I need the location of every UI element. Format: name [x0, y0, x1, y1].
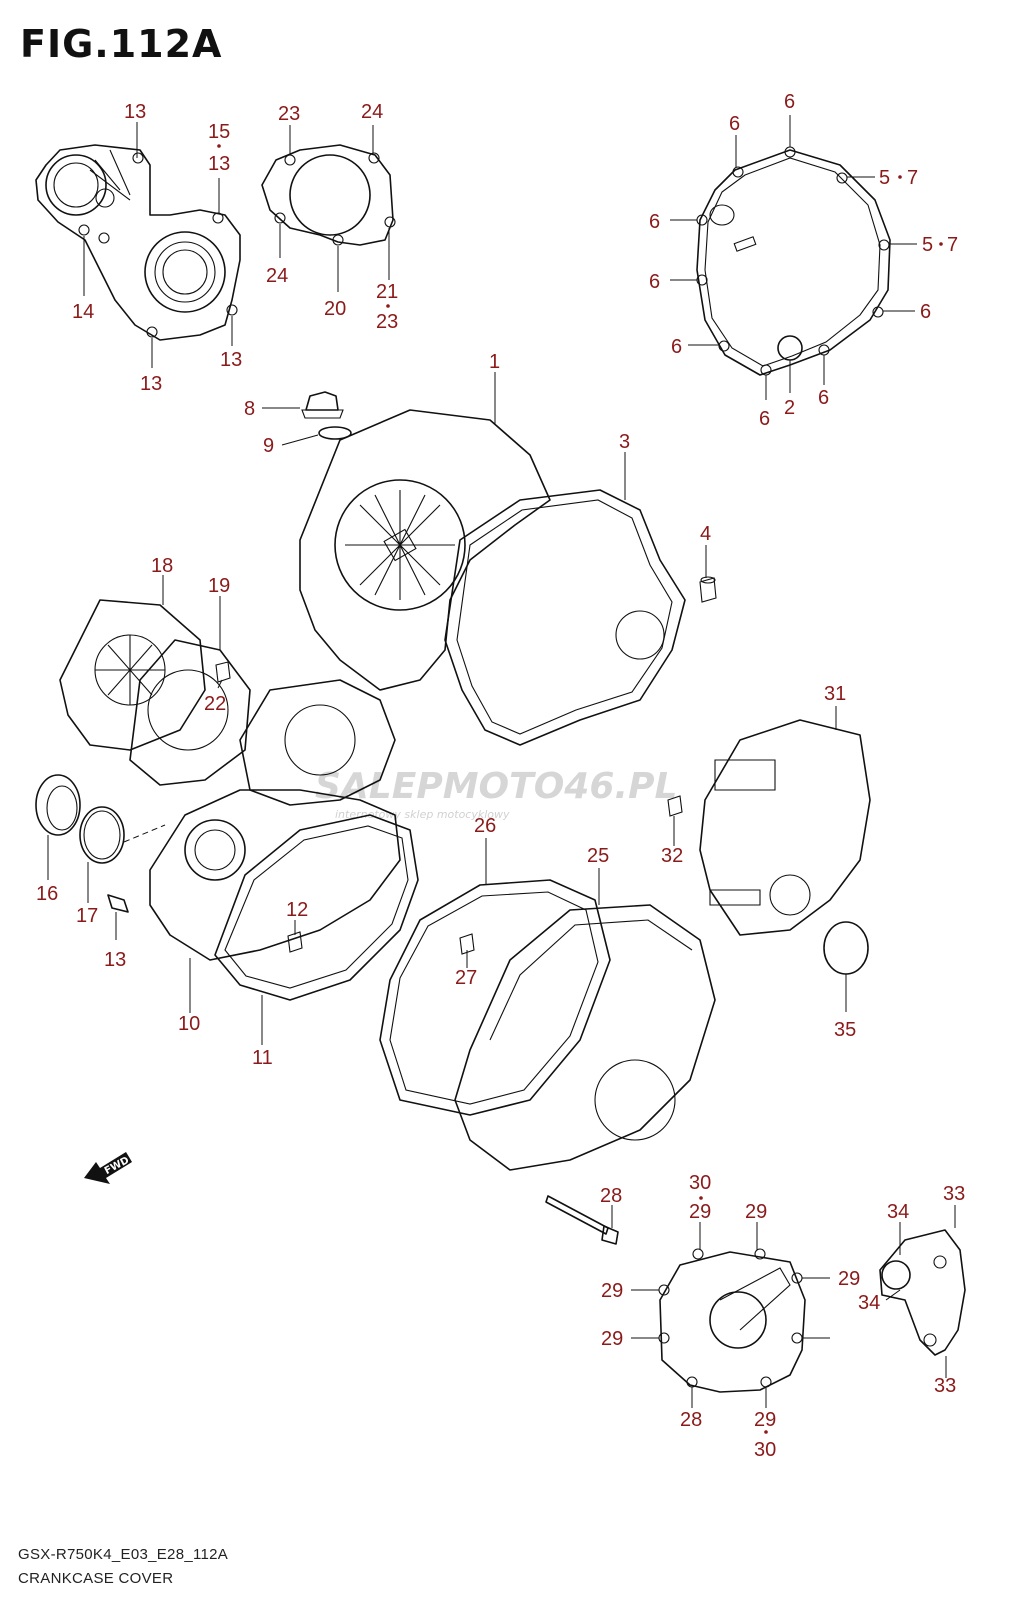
- generator-cover-gasket-part: [261, 144, 396, 246]
- watermark: SALEPMOTO46.PL internetowy sklep motocyk…: [315, 766, 677, 821]
- callout-label: 29: [745, 1201, 767, 1223]
- callout-label: 19: [208, 575, 230, 597]
- callout-label: 16: [36, 883, 58, 905]
- callout-label: 30: [689, 1172, 711, 1194]
- callout-label: 29: [601, 1280, 623, 1302]
- callout-label: 33: [934, 1375, 956, 1397]
- callout-label: 26: [474, 815, 496, 837]
- clutch-cover-gasket-large-part: [444, 489, 717, 746]
- callout-label: 29: [689, 1201, 711, 1223]
- callout-label: 7: [947, 234, 958, 256]
- callout-label: 15: [208, 121, 230, 143]
- callout-label: 6: [784, 91, 795, 113]
- generator-cover-gasket-lower-part: [379, 879, 611, 1116]
- clutch-cover-part: [299, 391, 551, 691]
- callout-separator-dot: [217, 144, 221, 148]
- water-pump-cover-middle-part: [59, 599, 251, 786]
- callout-label: 32: [661, 845, 683, 867]
- pulser-cover-part: [879, 1229, 966, 1356]
- callout-separator-dot: [764, 1430, 768, 1434]
- callout-label: 14: [72, 301, 94, 323]
- generator-cover-part: [454, 904, 716, 1171]
- callout-label: 24: [361, 101, 383, 123]
- callout-label: 6: [759, 408, 770, 430]
- callout-label: 33: [943, 1183, 965, 1205]
- callout-label: 13: [208, 153, 230, 175]
- callout-label: 2: [784, 397, 795, 419]
- callout-label: 27: [455, 967, 477, 989]
- figure-title: FIG.112A: [20, 22, 223, 66]
- footer-description: CRANKCASE COVER: [18, 1570, 174, 1587]
- callout-label: 6: [649, 211, 660, 233]
- callout-separator-dot: [386, 304, 390, 308]
- forward-direction-arrow: FWD: [84, 1152, 132, 1184]
- callout-label: 20: [324, 298, 346, 320]
- sprocket-cover-part: [667, 719, 871, 975]
- callout-label: 29: [838, 1268, 860, 1290]
- callout-label: 10: [178, 1013, 200, 1035]
- callout-label: 6: [818, 387, 829, 409]
- callout-separator-dot: [699, 1196, 703, 1200]
- callout-label: 6: [729, 113, 740, 135]
- water-pump-cover-part: [35, 144, 241, 341]
- callout-label: 1: [489, 351, 500, 373]
- callout-label: 34: [887, 1201, 909, 1223]
- footer-model-code: GSX-R750K4_E03_E28_112A: [18, 1546, 229, 1563]
- callout-label: 8: [244, 398, 255, 420]
- callout-label: 6: [920, 301, 931, 323]
- callout-label: 13: [140, 373, 162, 395]
- callout-label: 28: [680, 1409, 702, 1431]
- callout-label: 6: [671, 336, 682, 358]
- callout-label: 5: [922, 234, 933, 256]
- callout-label: 3: [619, 431, 630, 453]
- callout-label: 11: [252, 1047, 273, 1069]
- callout-label: 24: [266, 265, 288, 287]
- callout-label: 4: [700, 523, 711, 545]
- clutch-cover-gasket-part: [696, 146, 891, 376]
- callout-label: 18: [151, 555, 173, 577]
- callout-label: 28: [600, 1185, 622, 1207]
- callout-label: 29: [754, 1409, 776, 1431]
- callout-separator-dot: [939, 242, 943, 246]
- callout-label: 23: [376, 311, 398, 333]
- callout-label: 29: [601, 1328, 623, 1350]
- callout-labels: 13 15 13 14 13 13 23 24 24 20 21 23 6 6 …: [36, 91, 965, 1461]
- callout-label: 31: [824, 683, 846, 705]
- callout-label: 30: [754, 1439, 776, 1461]
- watermark-text: SALEPMOTO46.PL: [315, 766, 677, 807]
- starter-clutch-cover-part: [658, 1248, 806, 1393]
- callout-label: 7: [907, 167, 918, 189]
- callout-separator-dot: [898, 175, 902, 179]
- callout-label: 22: [204, 693, 226, 715]
- callout-label: 34: [858, 1292, 880, 1314]
- callout-label: 5: [879, 167, 890, 189]
- water-pump-housing-part: [149, 679, 401, 961]
- oil-seal-and-oring-part: [35, 774, 166, 913]
- callout-label: 13: [124, 101, 146, 123]
- callout-label: 17: [76, 905, 98, 927]
- water-pump-gasket-part: [214, 814, 419, 1001]
- callout-label: 21: [376, 281, 398, 303]
- callout-label: 12: [286, 899, 308, 921]
- callout-label: 25: [587, 845, 609, 867]
- callout-label: 6: [649, 271, 660, 293]
- generator-cover-bolt-part: [545, 1195, 619, 1245]
- callout-label: 35: [834, 1019, 856, 1041]
- callout-label: 13: [104, 949, 126, 971]
- callout-label: 9: [263, 435, 274, 457]
- callout-label: 23: [278, 103, 300, 125]
- callout-label: 13: [220, 349, 242, 371]
